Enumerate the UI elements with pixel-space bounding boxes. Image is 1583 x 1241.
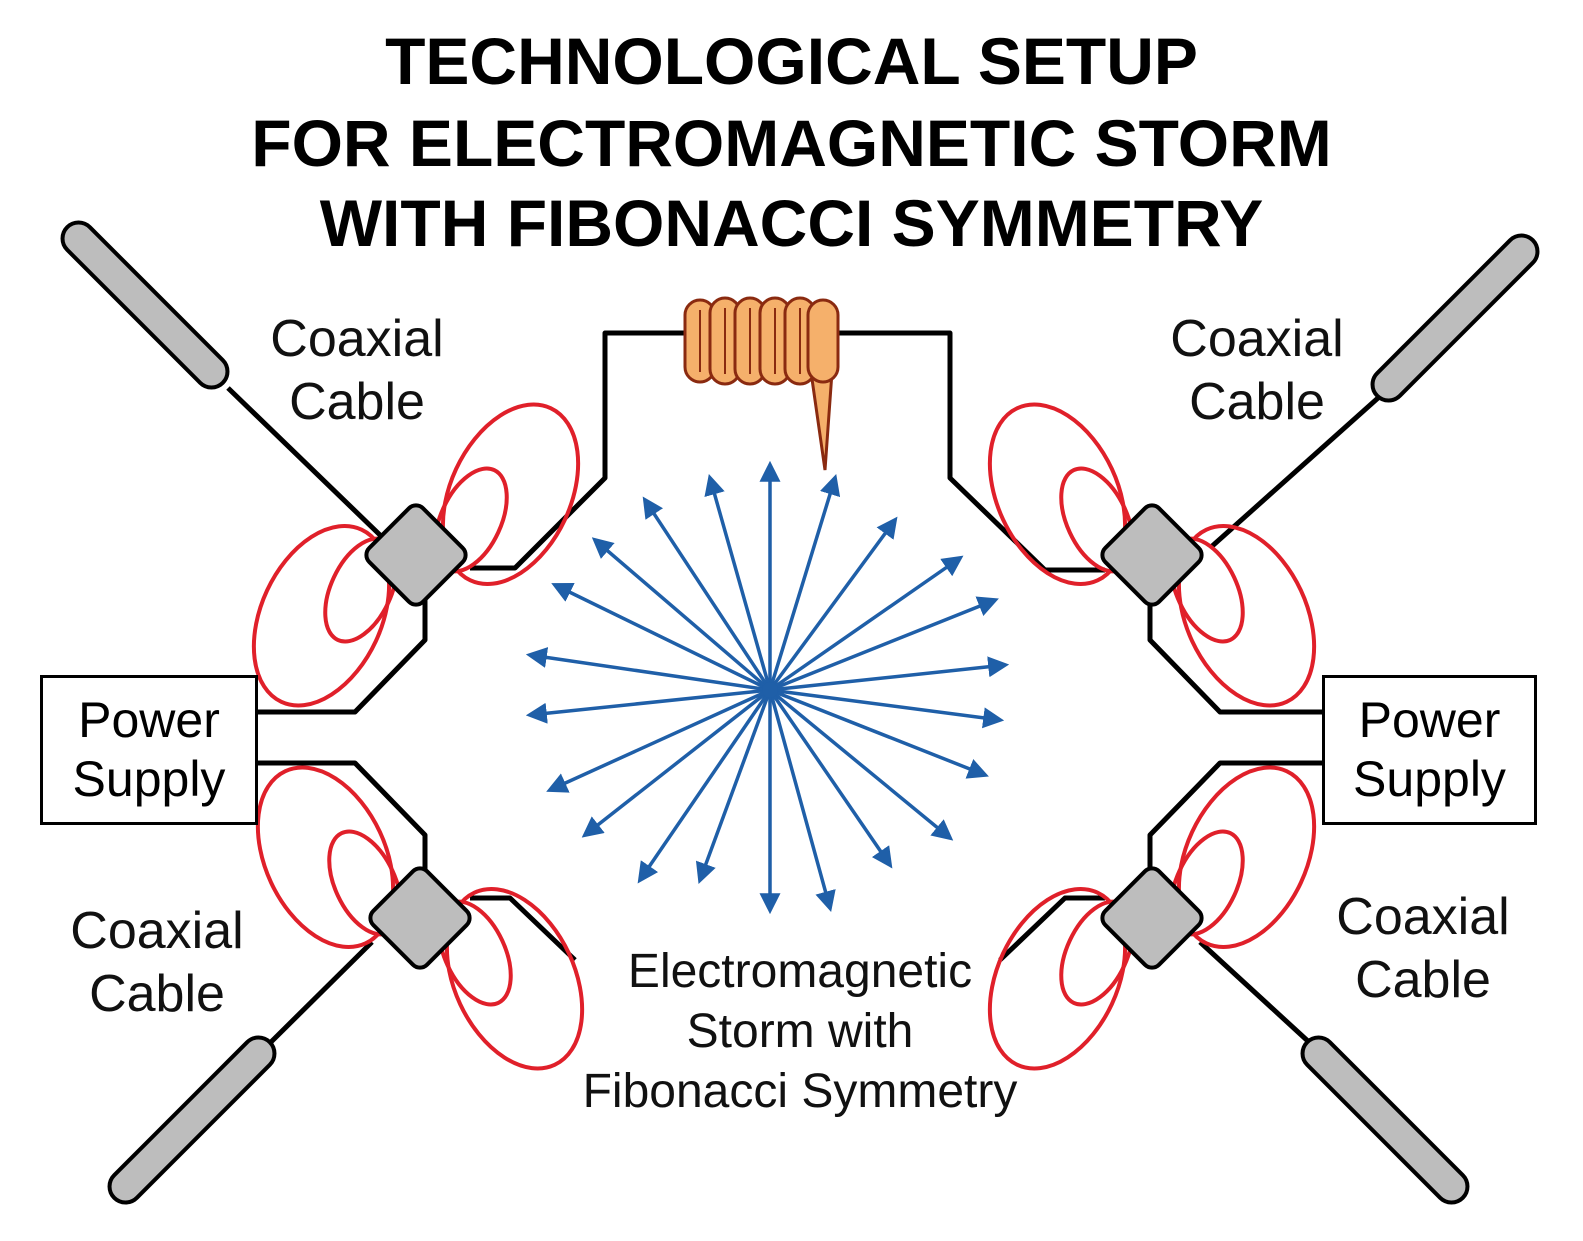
storm-label-line3: Fibonacci Symmetry (582, 1065, 1018, 1118)
coax-label-line1: Coaxial (1170, 310, 1344, 368)
arrow-burst-icon (525, 460, 1010, 915)
storm-label-line2: Storm with (686, 1005, 914, 1058)
connector-icon (1100, 866, 1204, 970)
storm-arrow (581, 688, 772, 838)
probe-icon (1300, 1035, 1470, 1205)
storm-arrow (525, 647, 771, 692)
storm-label: Electromagnetic Storm with Fibonacci Sym… (540, 942, 1060, 1122)
power-label-line2: Supply (1353, 751, 1506, 807)
storm-arrow (591, 537, 772, 692)
probe-icon (107, 1035, 277, 1205)
coax-label-line2: Cable (1355, 951, 1491, 1010)
title-line-3: WITH FIBONACCI SYMMETRY (319, 186, 1264, 260)
storm-arrow (769, 688, 1005, 729)
coax-label-line1: Coaxial (1336, 888, 1510, 946)
probes (60, 220, 1540, 1205)
storm-arrow (768, 689, 836, 913)
wire-top-left (470, 330, 690, 571)
storm-arrow (768, 689, 893, 869)
storm-arrow (768, 473, 841, 691)
power-supply-left: Power Supply (40, 675, 258, 825)
wire-bottom-left-tail (470, 895, 577, 962)
connector-icon (1100, 503, 1204, 607)
probe-icon (60, 220, 230, 390)
storm-arrow (768, 516, 898, 692)
coax-label-line1: Coaxial (270, 310, 444, 368)
connector-icon (364, 503, 468, 607)
connector-icon (368, 866, 472, 970)
coax-label-line2: Cable (1189, 373, 1325, 432)
field-loop-icon (987, 402, 1317, 708)
wire-top-right (835, 330, 1105, 573)
coax-label-top-left: Coaxial Cable (252, 308, 462, 435)
field-loop-icon (251, 402, 581, 708)
storm-arrow (695, 689, 772, 884)
coax-label-line2: Cable (89, 965, 225, 1024)
power-label-line2: Supply (72, 751, 226, 807)
wire-right-upper (1147, 598, 1325, 715)
power-label-line1: Power (1358, 692, 1501, 748)
storm-arrow (769, 688, 989, 779)
coax-label-line1: Coaxial (70, 902, 244, 960)
coil-icon (683, 296, 840, 471)
cable-bottom-left (268, 940, 374, 1045)
storm-arrow (769, 596, 999, 692)
title-line-1: TECHNOLOGICAL SETUP (385, 24, 1198, 98)
probe-icon (1370, 233, 1540, 403)
storm-arrow (704, 473, 772, 691)
wires (226, 330, 1380, 1045)
storm-arrow (637, 689, 772, 884)
storm-arrow (525, 688, 771, 724)
wire-left-lower (255, 760, 428, 875)
coax-label-top-right: Coaxial Cable (1152, 308, 1362, 435)
coax-label-bottom-right: Coaxial Cable (1318, 886, 1528, 1013)
storm-arrow (551, 582, 771, 692)
burst-center (762, 682, 778, 698)
wire-bottom-right-tail (998, 895, 1105, 962)
field-loop-icon (255, 765, 585, 1071)
wire-right-lower (1147, 760, 1325, 875)
cable-top-right (1208, 396, 1380, 550)
cable-top-left (226, 386, 382, 537)
storm-arrow (769, 656, 1010, 692)
connectors (364, 503, 1204, 970)
power-supply-right: Power Supply (1322, 675, 1537, 825)
coax-label-line2: Cable (289, 373, 425, 432)
storm-arrow (642, 496, 772, 691)
storm-arrow (769, 555, 964, 692)
power-label-line1: Power (78, 692, 220, 748)
title-line-2: FOR ELECTROMAGNETIC STORM (251, 106, 1332, 180)
cable-bottom-right (1198, 940, 1312, 1045)
storm-label-line1: Electromagnetic (627, 945, 973, 998)
wire-left-upper (255, 598, 428, 715)
storm-arrow (546, 688, 771, 793)
storm-arrow (768, 688, 954, 841)
coax-label-bottom-left: Coaxial Cable (52, 900, 262, 1027)
